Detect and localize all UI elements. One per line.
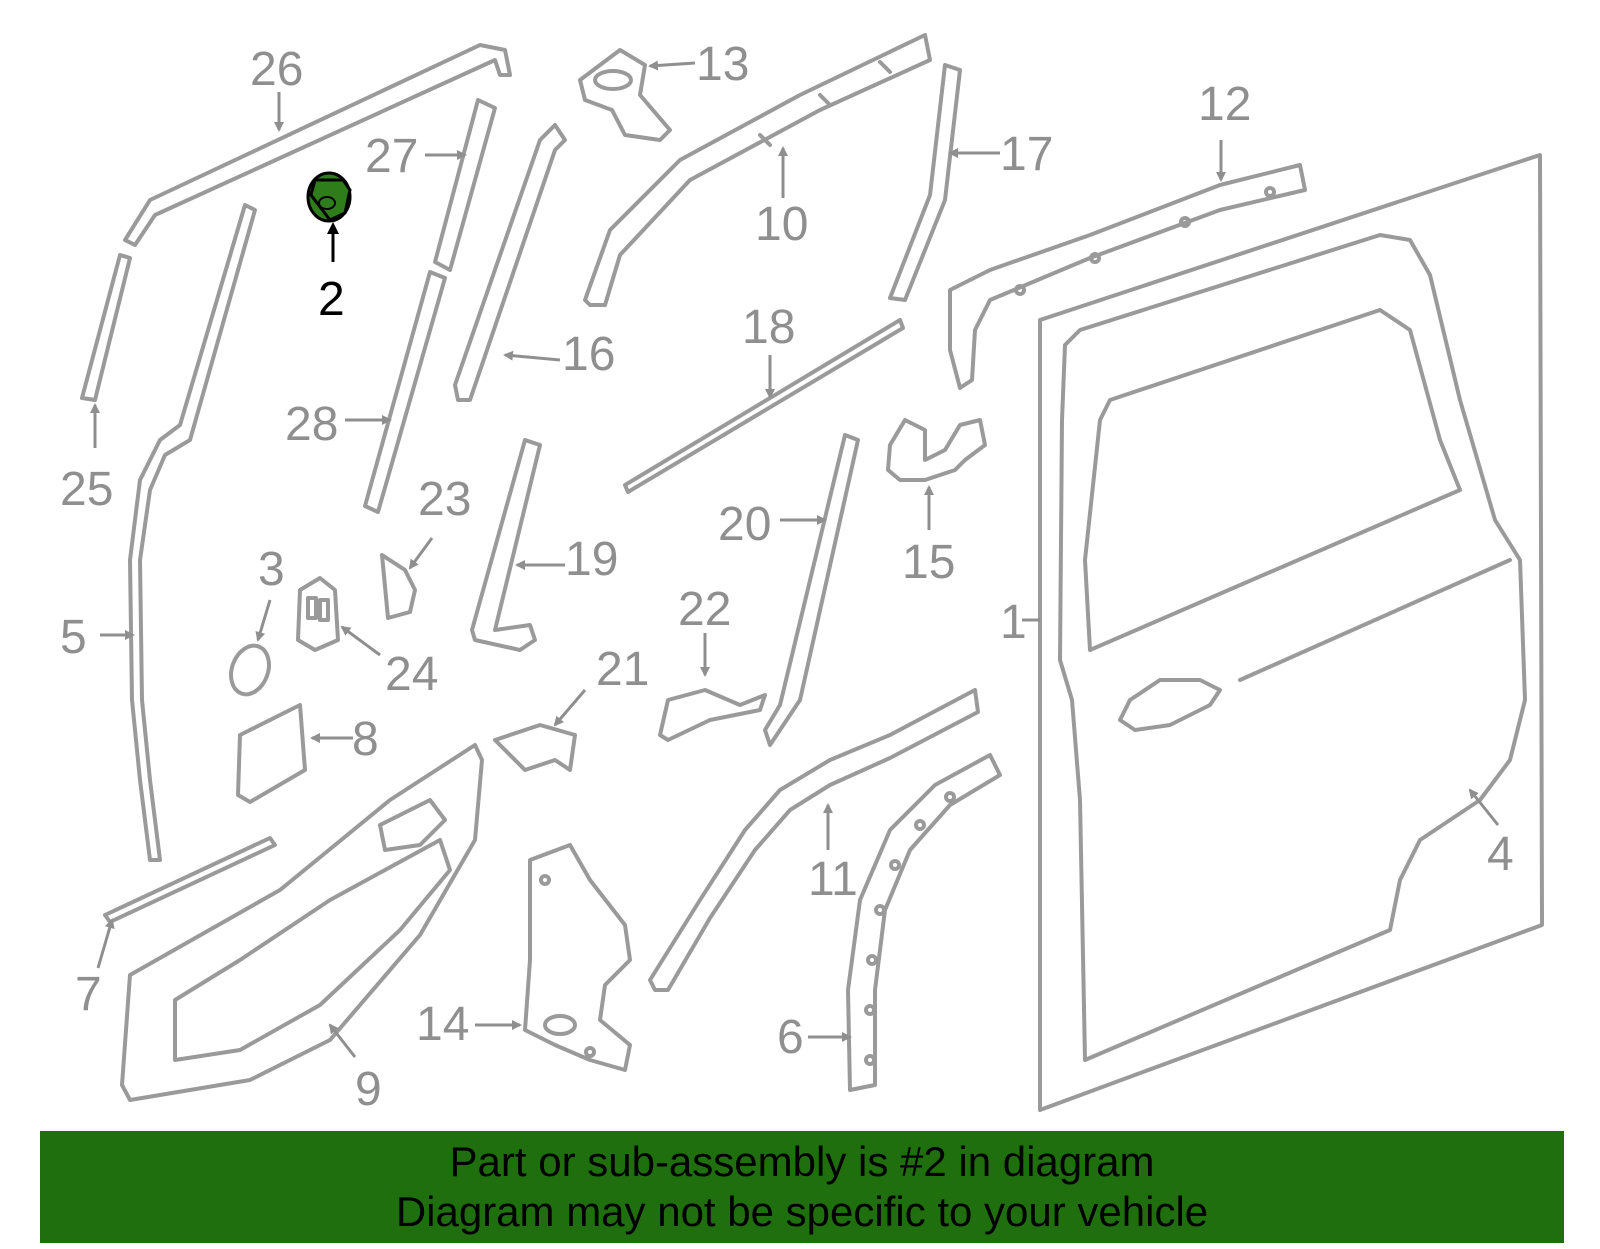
- part-10-rail: [583, 33, 932, 307]
- label-10: 10: [755, 198, 808, 251]
- label-27: 27: [365, 130, 418, 183]
- part-13-bracket: [578, 48, 672, 142]
- label-2: 2: [318, 273, 345, 326]
- label-8: 8: [352, 713, 379, 766]
- label-5: 5: [60, 611, 87, 664]
- part-6-arch: [846, 753, 1002, 1092]
- banner-line-1: Part or sub-assembly is #2 in diagram: [449, 1138, 1155, 1185]
- part-26-roof-molding: [123, 43, 512, 247]
- part-18-strip: [623, 318, 905, 494]
- part-21-bracket: [493, 723, 577, 772]
- part-1-door-shell: [1038, 153, 1544, 1112]
- label-9: 9: [355, 1063, 382, 1116]
- label-3: 3: [258, 543, 285, 596]
- part-22-bracket: [658, 688, 767, 742]
- label-20: 20: [718, 498, 771, 551]
- part-16-channel: [453, 123, 567, 402]
- label-22: 22: [678, 583, 731, 636]
- part-25-molding: [80, 253, 132, 402]
- leader-lines: [90, 60, 1500, 1058]
- part-3-ring: [229, 643, 271, 697]
- part-5-channel: [128, 203, 257, 862]
- label-13: 13: [696, 38, 749, 91]
- banner-line-2: Diagram may not be specific to your vehi…: [395, 1188, 1209, 1235]
- info-banner: Part or sub-assembly is #2 in diagram Di…: [40, 1131, 1564, 1243]
- part-11-beam: [648, 688, 980, 992]
- label-18: 18: [742, 301, 795, 354]
- label-28: 28: [285, 398, 338, 451]
- label-12: 12: [1198, 78, 1251, 131]
- label-7: 7: [75, 968, 102, 1021]
- part-28-strip: [363, 270, 447, 514]
- label-15: 15: [902, 536, 955, 589]
- label-6: 6: [777, 1011, 804, 1064]
- label-26: 26: [250, 43, 303, 96]
- label-25: 25: [60, 463, 113, 516]
- label-23: 23: [418, 473, 471, 526]
- part-8-plate: [236, 703, 307, 804]
- label-21: 21: [596, 643, 649, 696]
- part-12-upper-rail: [948, 163, 1307, 390]
- part-20-bracket: [763, 433, 860, 747]
- label-16: 16: [562, 328, 615, 381]
- part-17-strip: [888, 63, 962, 302]
- label-17: 17: [1000, 128, 1053, 181]
- label-19: 19: [565, 533, 618, 586]
- part-15-bracket: [886, 418, 987, 482]
- part-27-strip: [433, 98, 497, 272]
- label-1: 1: [1000, 596, 1027, 649]
- part-23-bracket: [380, 553, 417, 620]
- part-9-trim-panel: [120, 743, 484, 1102]
- label-4: 4: [1487, 828, 1514, 881]
- callout-labels: 26 13 12 27 10 17 2 16 18 25 28 23 19 20…: [60, 38, 1514, 1116]
- label-14: 14: [416, 998, 469, 1051]
- part-19-bracket: [470, 438, 542, 652]
- part-24-bracket: [296, 576, 340, 652]
- part-14-bracket: [523, 843, 632, 1072]
- label-24: 24: [385, 648, 438, 701]
- part-2-bumper: [306, 171, 352, 223]
- label-11: 11: [808, 853, 858, 906]
